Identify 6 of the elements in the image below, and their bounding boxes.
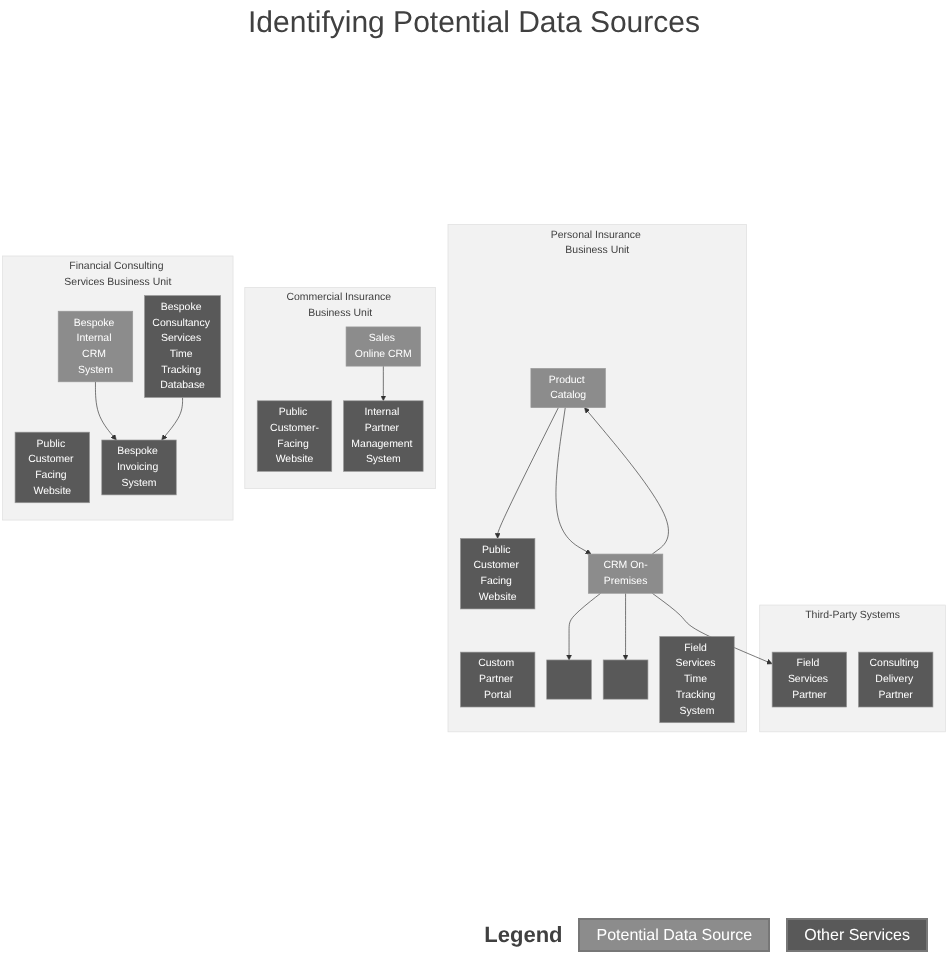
- node-box: [546, 660, 592, 701]
- legend-swatch: Other Services: [786, 918, 928, 952]
- node-box: [602, 660, 649, 701]
- legend-heading: Legend: [484, 923, 563, 947]
- diagram-title: Identifying Potential Data Sources: [246, 4, 702, 44]
- legend-swatch: Potential Data Source: [578, 918, 771, 952]
